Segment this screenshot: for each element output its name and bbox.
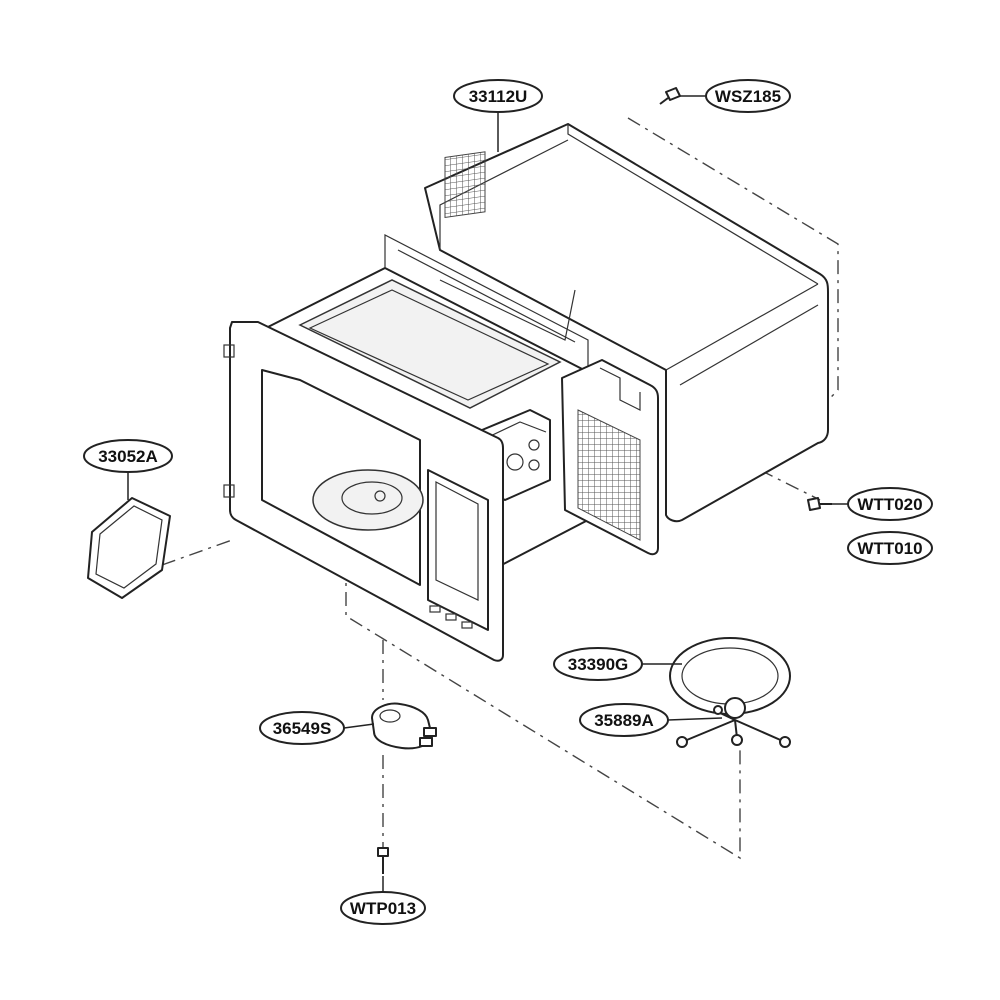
svg-text:33112U: 33112U [469,87,528,106]
roller-ring [676,697,791,748]
svg-text:35889A: 35889A [594,711,654,730]
screw-wsz185-icon [659,87,681,105]
screw-wtp013-icon [377,847,389,874]
front-plate [223,321,504,662]
label-33112U: 33112U [453,79,543,113]
label-33052A: 33052A [83,439,173,473]
svg-text:WTT010: WTT010 [857,539,922,558]
label-WSZ185: WSZ185 [705,79,791,113]
svg-text:33390G: 33390G [568,655,629,674]
waveguide-cover [87,497,171,599]
outer-cabinet [424,123,829,523]
label-WTP013: WTP013 [340,891,426,925]
label-WTT010: WTT010 [847,531,933,565]
control-side-panel [561,359,659,556]
label-36549S: 36549S [259,711,345,745]
svg-text:36549S: 36549S [273,719,332,738]
svg-text:WTT020: WTT020 [857,495,922,514]
label-35889A: 35889A [579,703,669,737]
label-33390G: 33390G [553,647,643,681]
turntable-motor [371,702,437,750]
svg-text:33052A: 33052A [98,447,158,466]
svg-text:WTP013: WTP013 [350,899,416,918]
label-WTT020: WTT020 [847,487,933,521]
svg-text:WSZ185: WSZ185 [715,87,781,106]
